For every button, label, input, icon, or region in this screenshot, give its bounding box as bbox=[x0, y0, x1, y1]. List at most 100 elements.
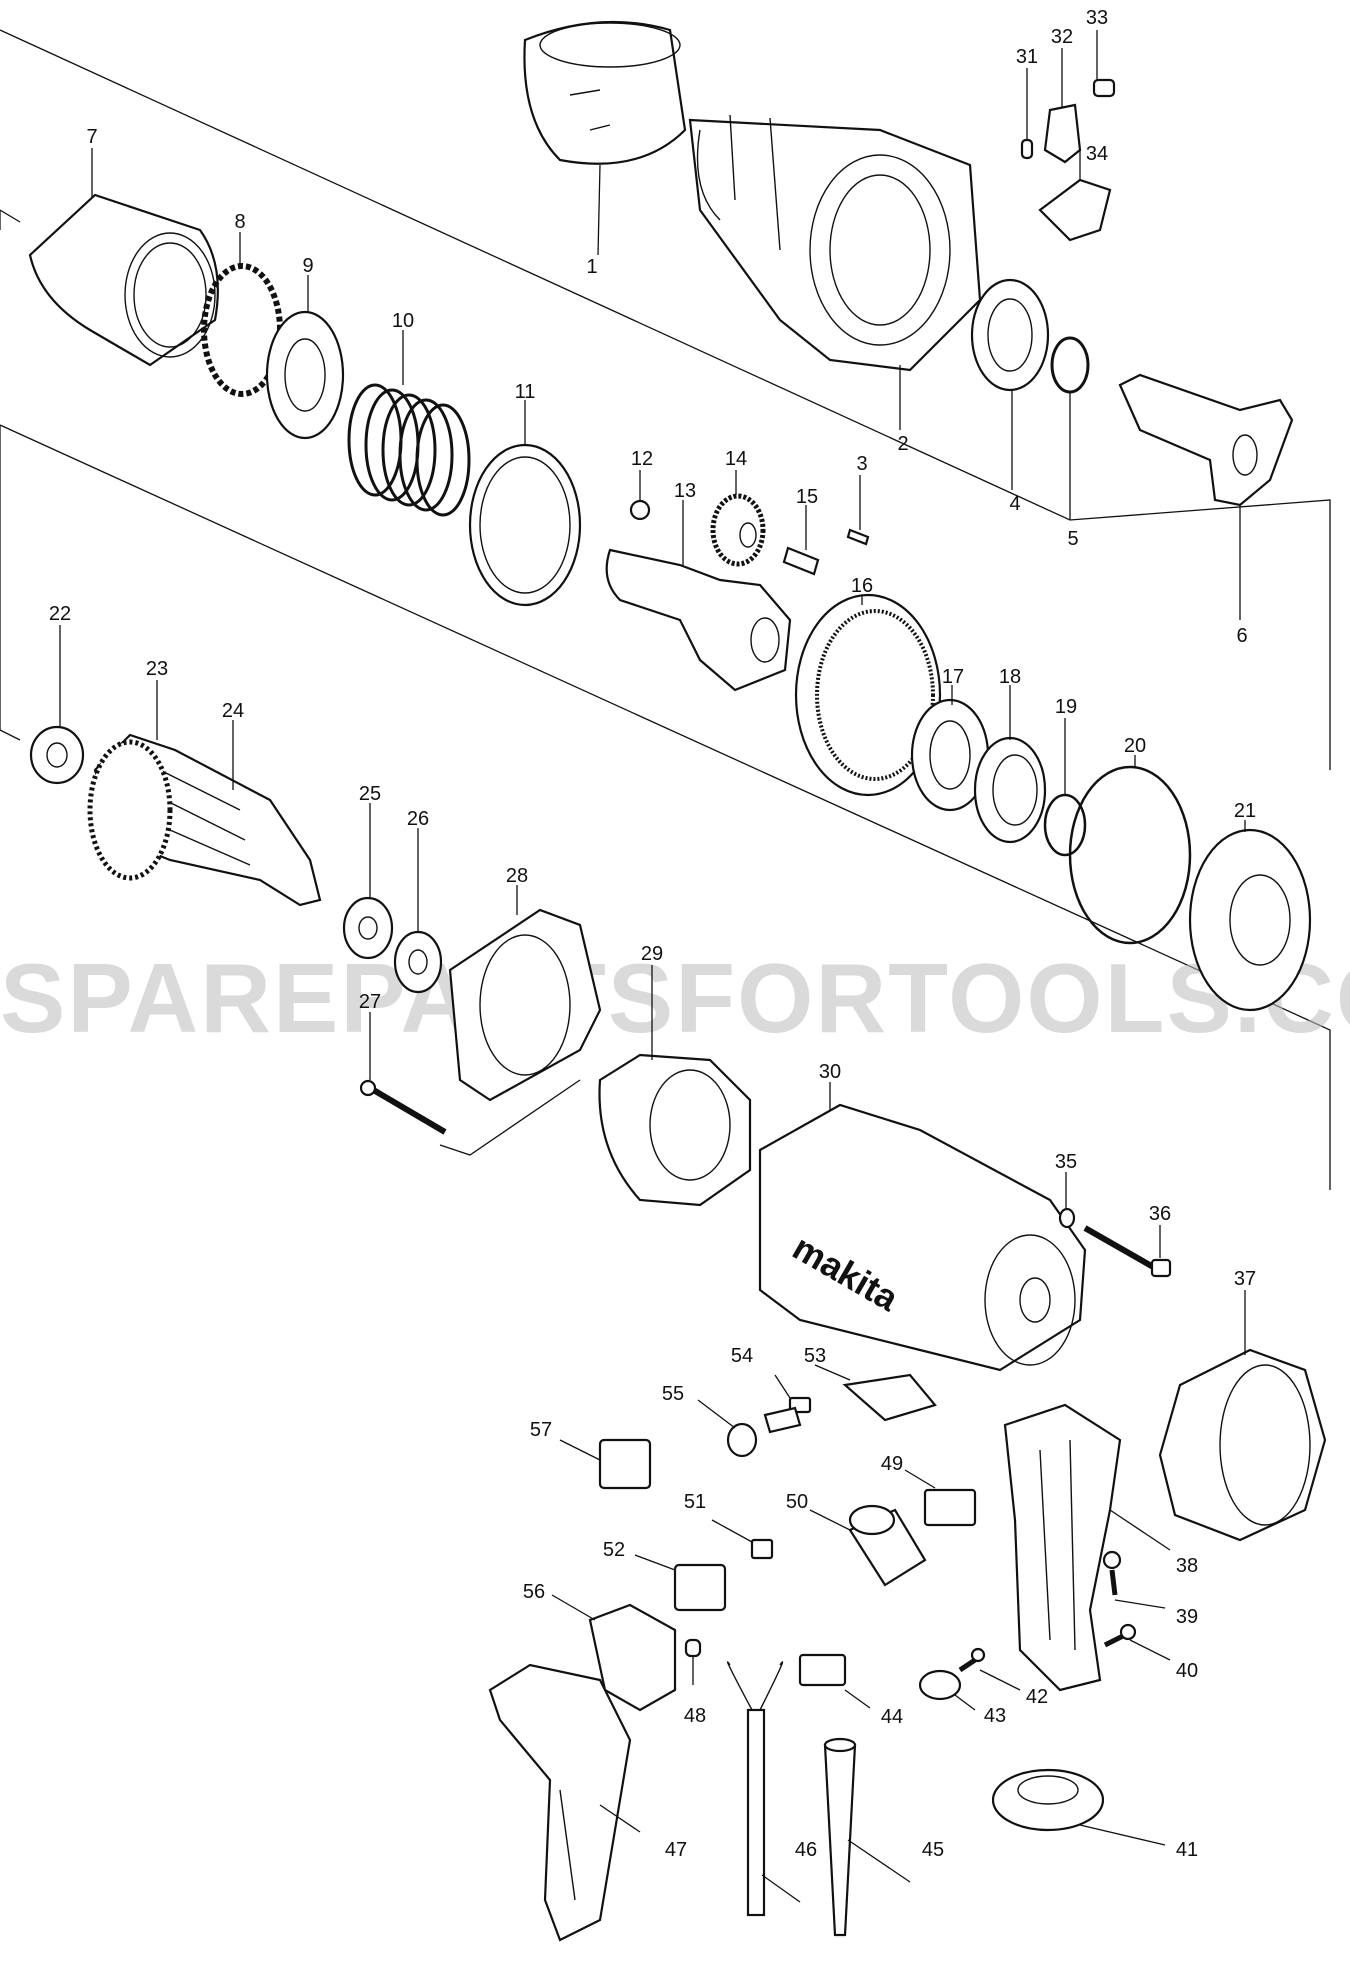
label-19: 19 bbox=[1055, 696, 1077, 718]
label-14: 14 bbox=[725, 448, 747, 470]
part-7-hammer-case[interactable] bbox=[28, 148, 219, 367]
label-40: 40 bbox=[1176, 1660, 1198, 1682]
part-22-ball-bearing[interactable] bbox=[29, 625, 85, 785]
label-16: 16 bbox=[851, 575, 873, 597]
label-35: 35 bbox=[1055, 1151, 1077, 1173]
watermark-text: SPAREPARTSFORTOOLS.COM.AU bbox=[0, 943, 1350, 1053]
label-53: 53 bbox=[804, 1345, 826, 1367]
label-10: 10 bbox=[392, 310, 414, 332]
part-31-pin[interactable] bbox=[1020, 68, 1034, 160]
part-14-spur-gear[interactable] bbox=[710, 470, 766, 567]
part-33-screw[interactable] bbox=[1092, 30, 1116, 98]
label-49: 49 bbox=[881, 1453, 903, 1475]
label-33: 33 bbox=[1086, 7, 1108, 29]
part-number-labels: 1 2 3 4 5 6 7 8 9 10 11 12 13 14 15 16 1… bbox=[49, 7, 1256, 1861]
label-52: 52 bbox=[603, 1539, 625, 1561]
part-53-label[interactable] bbox=[814, 1364, 937, 1422]
label-57: 57 bbox=[530, 1419, 552, 1441]
part-35-spring-washer[interactable] bbox=[1058, 1172, 1076, 1229]
part-27-pan-head-screw[interactable] bbox=[359, 1012, 447, 1135]
part-16-internal-gear[interactable] bbox=[794, 593, 942, 797]
label-41: 41 bbox=[1176, 1839, 1198, 1861]
part-11-hammer-ring[interactable] bbox=[468, 400, 582, 607]
label-39: 39 bbox=[1176, 1606, 1198, 1628]
label-3: 3 bbox=[856, 453, 867, 475]
label-25: 25 bbox=[359, 783, 381, 805]
part-46-power-cord[interactable] bbox=[726, 1661, 801, 1917]
assembly-guide-lines bbox=[0, 29, 1331, 1190]
part-54-carbon-brush[interactable] bbox=[763, 1374, 812, 1434]
part-47-handle-cover[interactable] bbox=[488, 1663, 641, 1942]
label-37: 37 bbox=[1234, 1268, 1256, 1290]
part-50-sleeve[interactable] bbox=[809, 1504, 927, 1587]
label-28: 28 bbox=[506, 865, 528, 887]
part-40-tapping-screw[interactable] bbox=[1103, 1623, 1171, 1661]
part-4-flat-washer[interactable] bbox=[970, 278, 1050, 490]
part-21-end-cover[interactable] bbox=[1188, 820, 1312, 1012]
label-4: 4 bbox=[1009, 493, 1020, 515]
label-1: 1 bbox=[586, 256, 597, 278]
label-23: 23 bbox=[146, 658, 168, 680]
label-21: 21 bbox=[1234, 800, 1256, 822]
part-48-rubber-pin[interactable] bbox=[684, 1638, 702, 1685]
label-2: 2 bbox=[897, 433, 908, 455]
part-6-anvil[interactable] bbox=[1118, 373, 1294, 620]
part-49-noise-suppressor[interactable] bbox=[904, 1469, 977, 1527]
part-45-cord-guard[interactable] bbox=[823, 1737, 911, 1937]
part-29-field[interactable] bbox=[598, 965, 752, 1207]
part-23-fan[interactable] bbox=[87, 739, 173, 881]
part-51-capacitor[interactable] bbox=[711, 1519, 774, 1560]
label-9: 9 bbox=[302, 255, 313, 277]
label-8: 8 bbox=[234, 211, 245, 233]
label-12: 12 bbox=[631, 448, 653, 470]
part-56-switch[interactable] bbox=[551, 1594, 677, 1712]
part-9-flat-washer[interactable] bbox=[265, 275, 345, 440]
part-3-pin[interactable] bbox=[846, 475, 870, 546]
label-17: 17 bbox=[942, 666, 964, 688]
label-44: 44 bbox=[881, 1706, 903, 1728]
part-10-compression-spring[interactable] bbox=[347, 330, 471, 517]
part-5-ring-spring[interactable] bbox=[1050, 336, 1090, 520]
part-38-handle-set[interactable] bbox=[1003, 1403, 1171, 1692]
label-48: 48 bbox=[684, 1705, 706, 1727]
part-37-rear-cover[interactable] bbox=[1158, 1290, 1327, 1542]
label-55: 55 bbox=[662, 1383, 684, 1405]
part-32-clamp[interactable] bbox=[1043, 48, 1082, 164]
label-32: 32 bbox=[1051, 26, 1073, 48]
label-6: 6 bbox=[1236, 625, 1247, 647]
label-46: 46 bbox=[795, 1839, 817, 1861]
part-12-steel-ball[interactable] bbox=[629, 470, 651, 521]
part-57-noise-suppressor[interactable] bbox=[559, 1438, 652, 1490]
part-43-strain-relief[interactable] bbox=[918, 1669, 976, 1711]
part-15-needle-pin[interactable] bbox=[782, 505, 820, 576]
part-41-hook-cap[interactable] bbox=[991, 1768, 1166, 1846]
part-52-noise-suppressor[interactable] bbox=[634, 1554, 727, 1612]
label-34: 34 bbox=[1086, 143, 1108, 165]
part-44-terminal-block[interactable] bbox=[798, 1653, 871, 1709]
part-20-o-ring[interactable] bbox=[1068, 755, 1192, 945]
label-50: 50 bbox=[786, 1491, 808, 1513]
part-26-ball-bearing[interactable] bbox=[393, 828, 443, 994]
part-19-o-ring[interactable] bbox=[1043, 718, 1087, 857]
label-27: 27 bbox=[359, 991, 381, 1013]
part-18-bearing-retainer[interactable] bbox=[973, 685, 1047, 844]
label-54: 54 bbox=[731, 1345, 753, 1367]
part-30-motor-housing[interactable]: makita bbox=[758, 1082, 1087, 1372]
part-1-front-cap[interactable] bbox=[523, 20, 687, 256]
part-39-tapping-screw[interactable] bbox=[1102, 1550, 1166, 1609]
part-25-insulation-washer[interactable] bbox=[342, 803, 394, 960]
label-29: 29 bbox=[641, 943, 663, 965]
label-7: 7 bbox=[86, 126, 97, 148]
label-18: 18 bbox=[999, 666, 1021, 688]
part-28-baffle-plate[interactable] bbox=[448, 885, 602, 1102]
part-13-spindle[interactable] bbox=[605, 500, 792, 692]
part-55-brush-holder-cap[interactable] bbox=[697, 1399, 758, 1458]
part-34-rubber-pad[interactable] bbox=[1038, 150, 1112, 242]
label-15: 15 bbox=[796, 486, 818, 508]
part-36-hex-socket-head-bolt[interactable] bbox=[1083, 1225, 1172, 1278]
part-42-tapping-screw[interactable] bbox=[958, 1647, 1021, 1691]
label-51: 51 bbox=[684, 1491, 706, 1513]
part-2-gear-housing[interactable] bbox=[688, 114, 982, 430]
label-13: 13 bbox=[674, 480, 696, 502]
